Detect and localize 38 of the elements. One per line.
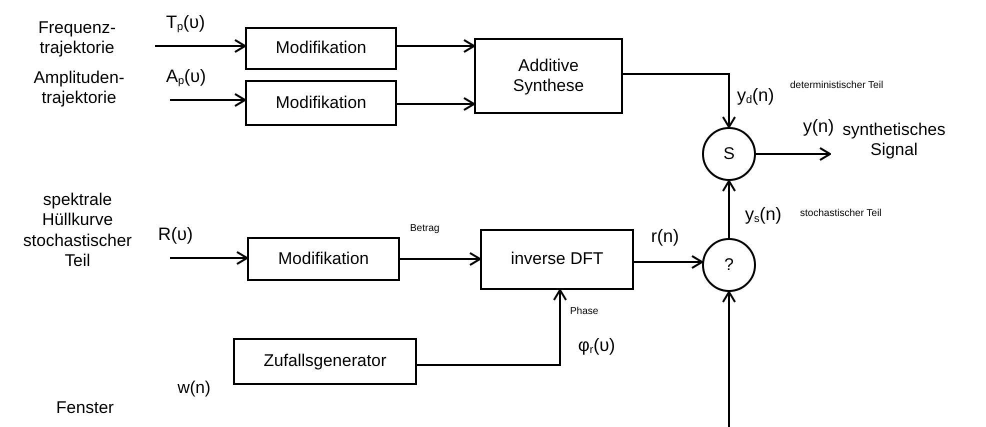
process-box: Modifikation bbox=[245, 27, 397, 70]
operator-circle: ? bbox=[702, 238, 756, 292]
edge-label: r(n) bbox=[651, 226, 679, 248]
process-box: Modifikation bbox=[247, 237, 400, 281]
arrow bbox=[417, 289, 567, 366]
arrow bbox=[170, 251, 248, 265]
note: stochastischer Teil bbox=[800, 208, 883, 220]
process-box: Zufallsgenerator bbox=[233, 338, 417, 385]
input-label: spektrale Hüllkurve stochastischer Teil bbox=[22, 190, 133, 272]
edge-label: y$_{s}$(n) bbox=[745, 204, 782, 226]
arrow bbox=[400, 252, 481, 266]
edge-label: y(n) bbox=[803, 116, 834, 138]
arrow bbox=[722, 180, 736, 238]
arrow bbox=[634, 255, 703, 269]
input-label: Frequenz- trajektorie bbox=[37, 18, 117, 59]
arrow bbox=[155, 39, 246, 53]
edge-label: A$_{p}$(υ) bbox=[166, 66, 206, 88]
edge-label: T$_{p}$(υ) bbox=[166, 12, 205, 34]
output-label: synthetisches Signal bbox=[834, 118, 954, 162]
process-box: Modifikation bbox=[245, 80, 397, 126]
signal-label: w(n) bbox=[176, 378, 212, 398]
arrow bbox=[170, 93, 246, 107]
note: Phase bbox=[570, 306, 600, 318]
arrow bbox=[397, 97, 475, 111]
edge-label: φ$_{r}$(υ) bbox=[578, 335, 616, 358]
input-label: Fenster bbox=[55, 398, 115, 418]
edge-label: R(υ) bbox=[158, 224, 193, 246]
arrow bbox=[397, 39, 475, 53]
arrow bbox=[722, 291, 736, 427]
operator-circle: S bbox=[702, 127, 756, 181]
input-label: Amplituden- trajektorie bbox=[32, 68, 126, 109]
edge-label: y$_{d}$(n) bbox=[737, 85, 774, 108]
arrow bbox=[756, 147, 831, 161]
edge-label: Betrag bbox=[410, 223, 440, 235]
process-box: Additive Synthese bbox=[474, 38, 623, 114]
arrow bbox=[623, 73, 736, 128]
process-box: inverse DFT bbox=[480, 229, 634, 290]
note: deterministischer Teil bbox=[790, 80, 884, 92]
